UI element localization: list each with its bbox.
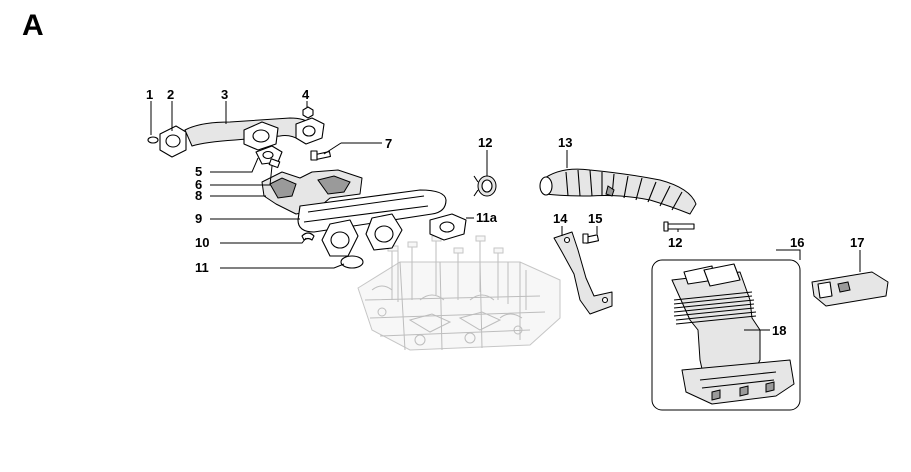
callout-9-label: 9 bbox=[195, 211, 202, 226]
callout-15-label: 15 bbox=[588, 211, 602, 226]
callout-labels: 1 2 3 4 5 6 7 8 9 10 11 11a 12 12 13 14 … bbox=[146, 87, 864, 338]
engine-block-background bbox=[357, 235, 561, 351]
callout-4-label: 4 bbox=[302, 87, 310, 102]
callout-12-label: 12 bbox=[478, 135, 492, 150]
callout-17-label: 17 bbox=[850, 235, 864, 250]
stud-part bbox=[268, 158, 281, 169]
callout-13-label: 13 bbox=[558, 135, 572, 150]
callout-11a-label: 11a bbox=[476, 210, 498, 225]
bolt-15-part bbox=[582, 233, 600, 244]
air-filter-part bbox=[671, 263, 795, 405]
leader-lines bbox=[150, 101, 861, 331]
section-letter: A bbox=[22, 9, 44, 42]
egr-cooler-part bbox=[297, 189, 447, 257]
callout-10-label: 10 bbox=[195, 235, 209, 250]
bolt-part bbox=[310, 150, 332, 161]
callout-7-label: 7 bbox=[385, 136, 392, 151]
callout-6-label: 6 bbox=[195, 177, 202, 192]
callout-16-label: 16 bbox=[790, 235, 804, 250]
clip-part bbox=[301, 232, 315, 241]
callout-1-label: 1 bbox=[146, 87, 153, 102]
sensor-connector-part bbox=[811, 271, 889, 307]
hose-clamp-part-2 bbox=[663, 221, 695, 232]
flange-gasket-part bbox=[159, 125, 187, 158]
gasket-part bbox=[255, 145, 283, 165]
callout-2-label: 2 bbox=[167, 87, 174, 102]
nut-part bbox=[302, 106, 314, 119]
callout-11-label: 11 bbox=[195, 260, 209, 275]
o-ring-part bbox=[340, 255, 364, 269]
gasket-11a-part bbox=[429, 213, 467, 241]
callout-5-label: 5 bbox=[195, 164, 202, 179]
callout-8-label: 8 bbox=[195, 188, 202, 203]
hose-clamp-part bbox=[473, 175, 497, 197]
egr-pipe-part bbox=[184, 117, 325, 151]
callout-12-label-2: 12 bbox=[668, 235, 682, 250]
bracket-part bbox=[553, 231, 613, 315]
filter-housing-frame bbox=[651, 259, 801, 411]
washer-part bbox=[147, 136, 159, 144]
heat-shield-part bbox=[261, 169, 363, 215]
callout-14-label: 14 bbox=[553, 211, 568, 226]
intake-hose-part bbox=[539, 168, 697, 215]
callout-18-label: 18 bbox=[772, 323, 786, 338]
callout-3-label: 3 bbox=[221, 87, 228, 102]
